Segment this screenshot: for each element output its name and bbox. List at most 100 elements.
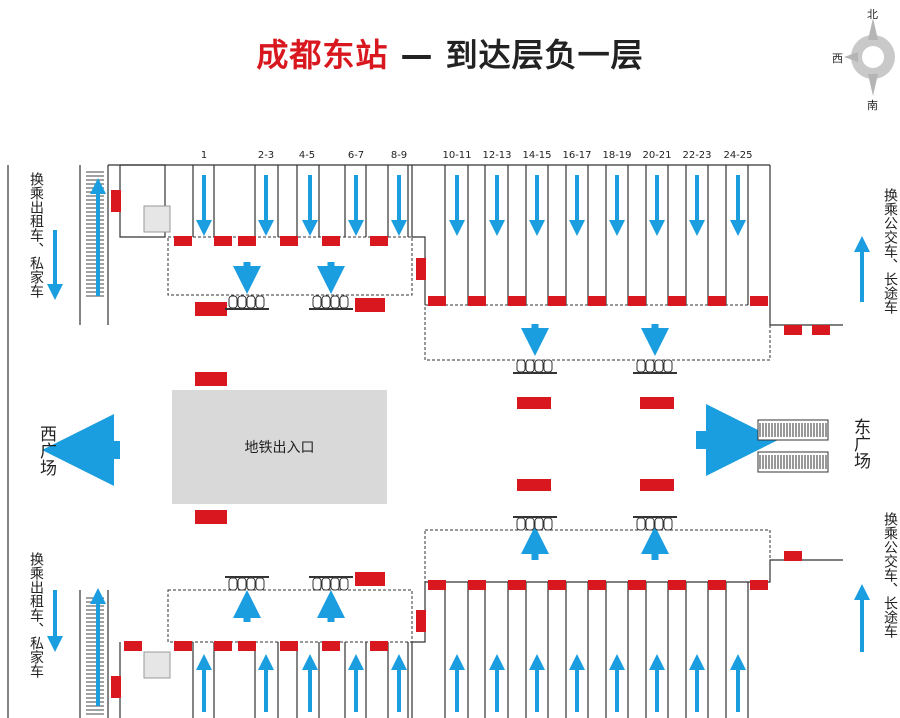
platform-number: 10-11	[442, 150, 472, 161]
platform-number: 12-13	[482, 150, 512, 161]
platform-number: 16-17	[562, 150, 592, 161]
platform-number: 4-5	[298, 150, 316, 161]
platform-number: 14-15	[522, 150, 552, 161]
exit-gate	[628, 580, 646, 590]
exit-gate	[370, 236, 388, 246]
platform-number: 1	[200, 150, 208, 161]
platform-number: 20-21	[642, 150, 672, 161]
exit-gate	[214, 641, 232, 651]
west-plaza-label: 西广场	[36, 425, 56, 476]
exit-gate	[784, 325, 802, 335]
turnstile	[525, 517, 535, 531]
exit-gate	[124, 641, 142, 651]
exit-gate	[548, 580, 566, 590]
exit-gate	[238, 641, 256, 651]
turnstile	[321, 577, 331, 591]
exit-gate	[548, 296, 566, 306]
turnstile	[330, 577, 340, 591]
turnstile	[228, 577, 238, 591]
title-station: 成都东站	[256, 36, 389, 74]
turnstile	[534, 359, 544, 373]
exit-gate	[238, 236, 256, 246]
bus-label-top: 换乘公交车、长途车	[882, 188, 898, 314]
exit-gate	[588, 580, 606, 590]
exit-gate	[428, 580, 446, 590]
platform-number: 8-9	[390, 150, 408, 161]
turnstile	[339, 295, 349, 309]
exit-gate	[750, 296, 768, 306]
platform-number: 18-19	[602, 150, 632, 161]
exit-gate	[750, 580, 768, 590]
metro-entrance	[172, 390, 387, 504]
exit-gate	[280, 236, 298, 246]
exit-gate	[508, 296, 526, 306]
metro-entrance-label: 地铁出入口	[244, 440, 315, 456]
exit-gate	[416, 258, 426, 280]
turnstile	[636, 517, 646, 531]
exit-gate	[355, 298, 385, 312]
exit-gate	[468, 580, 486, 590]
exit-gate	[214, 236, 232, 246]
exit-gate	[195, 510, 227, 524]
exit-gate	[111, 190, 121, 212]
turnstile	[246, 577, 256, 591]
turnstile	[645, 359, 655, 373]
exit-gate	[322, 236, 340, 246]
exit-gate	[174, 236, 192, 246]
turnstile	[312, 295, 322, 309]
exit-gate	[195, 372, 227, 386]
compass-west: 西	[832, 52, 843, 65]
turnstile	[663, 359, 673, 373]
exit-gate	[322, 641, 340, 651]
turnstile	[255, 577, 265, 591]
turnstile	[516, 359, 526, 373]
turnstile	[312, 577, 322, 591]
exit-gate	[428, 296, 446, 306]
exit-gate	[628, 296, 646, 306]
east-plaza-label: 东广场	[850, 418, 870, 469]
elevator-icon	[143, 651, 171, 679]
turnstile	[237, 577, 247, 591]
exit-gate	[468, 296, 486, 306]
turnstile	[330, 295, 340, 309]
exit-gate	[708, 580, 726, 590]
turnstile	[663, 517, 673, 531]
exit-gate	[174, 641, 192, 651]
turnstile	[228, 295, 238, 309]
exit-gate	[111, 676, 121, 698]
turnstile	[543, 359, 553, 373]
turnstile	[321, 295, 331, 309]
exit-gate	[640, 397, 674, 409]
turnstile	[645, 517, 655, 531]
turnstile	[534, 517, 544, 531]
exit-gate	[280, 641, 298, 651]
taxi-label-top: 换乘出租车、私家车	[28, 172, 44, 298]
bus-label-bottom: 换乘公交车、长途车	[882, 512, 898, 638]
exit-gate	[668, 296, 686, 306]
exit-gate	[195, 302, 227, 316]
turnstile	[339, 577, 349, 591]
turnstile	[525, 359, 535, 373]
turnstile	[654, 359, 664, 373]
platform-number: 6-7	[347, 150, 365, 161]
compass-icon	[844, 18, 895, 96]
platform-number: 24-25	[723, 150, 753, 161]
compass-north: 北	[867, 8, 878, 21]
exit-gate	[812, 325, 830, 335]
exit-gate	[640, 479, 674, 491]
title-separator: —	[400, 36, 434, 74]
platform-number: 2-3	[257, 150, 275, 161]
exit-gate	[588, 296, 606, 306]
turnstile	[543, 517, 553, 531]
exit-gate	[668, 580, 686, 590]
turnstile	[237, 295, 247, 309]
exit-gate	[517, 397, 551, 409]
compass-south: 南	[867, 99, 878, 112]
title-floor: 到达层负一层	[445, 36, 644, 74]
exit-gate	[355, 572, 385, 586]
exit-gate	[708, 296, 726, 306]
turnstile	[654, 517, 664, 531]
page-title: 成都东站 — 到达层负一层	[0, 30, 900, 76]
platform-number: 22-23	[682, 150, 712, 161]
